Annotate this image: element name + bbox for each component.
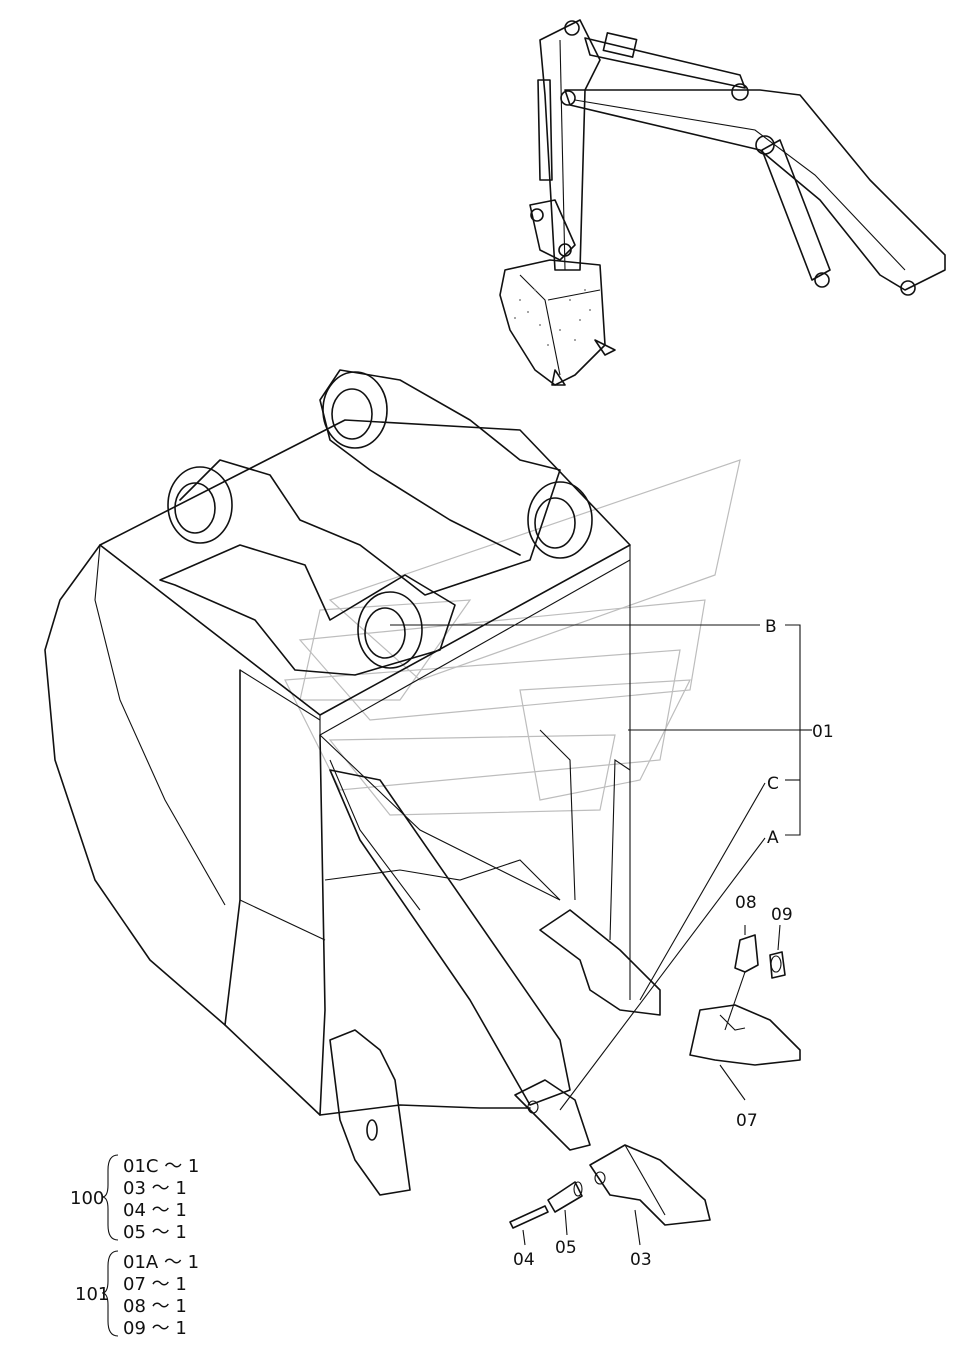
kit-100-item: 01C ～ 1 [123,1156,199,1177]
callout-04: 04 [513,1250,535,1270]
callout-08: 08 [735,893,757,913]
callout-09: 09 [771,905,793,925]
kit-101-item: 09 ～ 1 [123,1318,187,1339]
tooth-07 [689,1004,801,1066]
pin-boss-front-left [357,591,423,669]
pin-boss-front-right [527,481,593,559]
callout-a: A [767,828,779,848]
kit-100-item: 03 ～ 1 [123,1178,187,1199]
excavator-arm-inset [499,19,946,386]
bucket-assembly [44,369,661,1196]
kit-101-item: 01A ～ 1 [123,1252,199,1273]
lock-09 [769,951,786,979]
tooth-03 [589,1144,711,1226]
leader-lines [390,624,812,1246]
pin-08 [734,934,759,973]
lock-05 [547,1181,583,1213]
kit-100-item: 04 ～ 1 [123,1200,187,1221]
pin-boss-rear-left [167,466,233,544]
watermark-logo [284,459,741,816]
pin-04 [509,1205,549,1229]
kit-100: 100 01C ～ 1 03 ～ 1 04 ～ 1 05 ～ 1 [70,1154,199,1243]
kit-101-item: 07 ～ 1 [123,1274,187,1295]
callout-07: 07 [736,1111,758,1131]
callout-c: C [767,774,779,794]
kit-100-id: 100 [70,1188,104,1209]
kit-101-id: 101 [75,1284,109,1305]
callout-b: B [765,617,777,637]
callout-05: 05 [555,1238,577,1258]
kit-100-item: 05 ～ 1 [123,1222,187,1243]
callout-01: 01 [812,722,834,742]
pin-boss-rear-right [322,371,388,449]
kit-101-item: 08 ～ 1 [123,1296,187,1317]
kit-101: 101 01A ～ 1 07 ～ 1 08 ～ 1 09 ～ 1 [75,1250,199,1339]
callout-03: 03 [630,1250,652,1270]
